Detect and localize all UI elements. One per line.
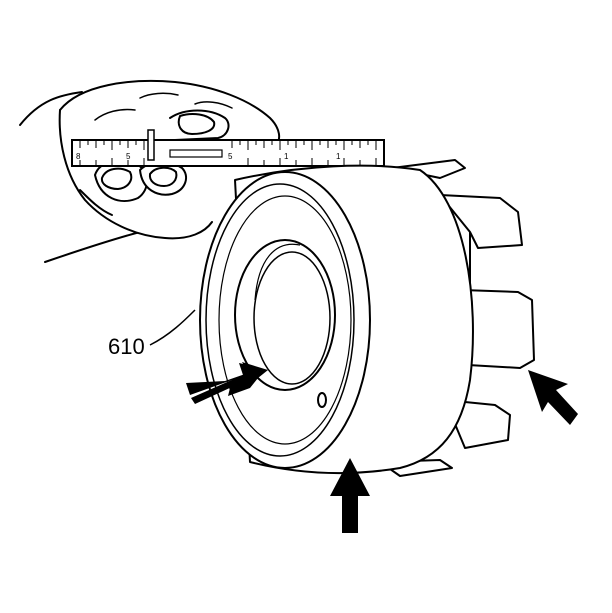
ruler-clip: [169, 149, 223, 158]
ruler-number-2: 5: [126, 152, 131, 161]
housing-lugs: [379, 159, 535, 477]
callout-leader-line: [149, 309, 196, 346]
ruler-number-1: 8: [76, 152, 81, 161]
ruler-slider: [147, 129, 155, 161]
steel-ruler: 8 5 5 1 1: [71, 129, 385, 167]
clutch-housing: [199, 159, 535, 477]
callout-label-610: 610: [108, 334, 145, 359]
arrow-left-head: [191, 363, 260, 404]
housing-hole: [317, 392, 327, 408]
ruler-number-3: 5: [228, 152, 233, 161]
hand-illustration: [19, 79, 281, 263]
ruler-number-5: 1: [336, 152, 341, 161]
ruler-number-4: 1: [284, 152, 289, 161]
arrow-right-indicator: [528, 370, 578, 425]
arrow-bottom-indicator: [330, 458, 370, 533]
